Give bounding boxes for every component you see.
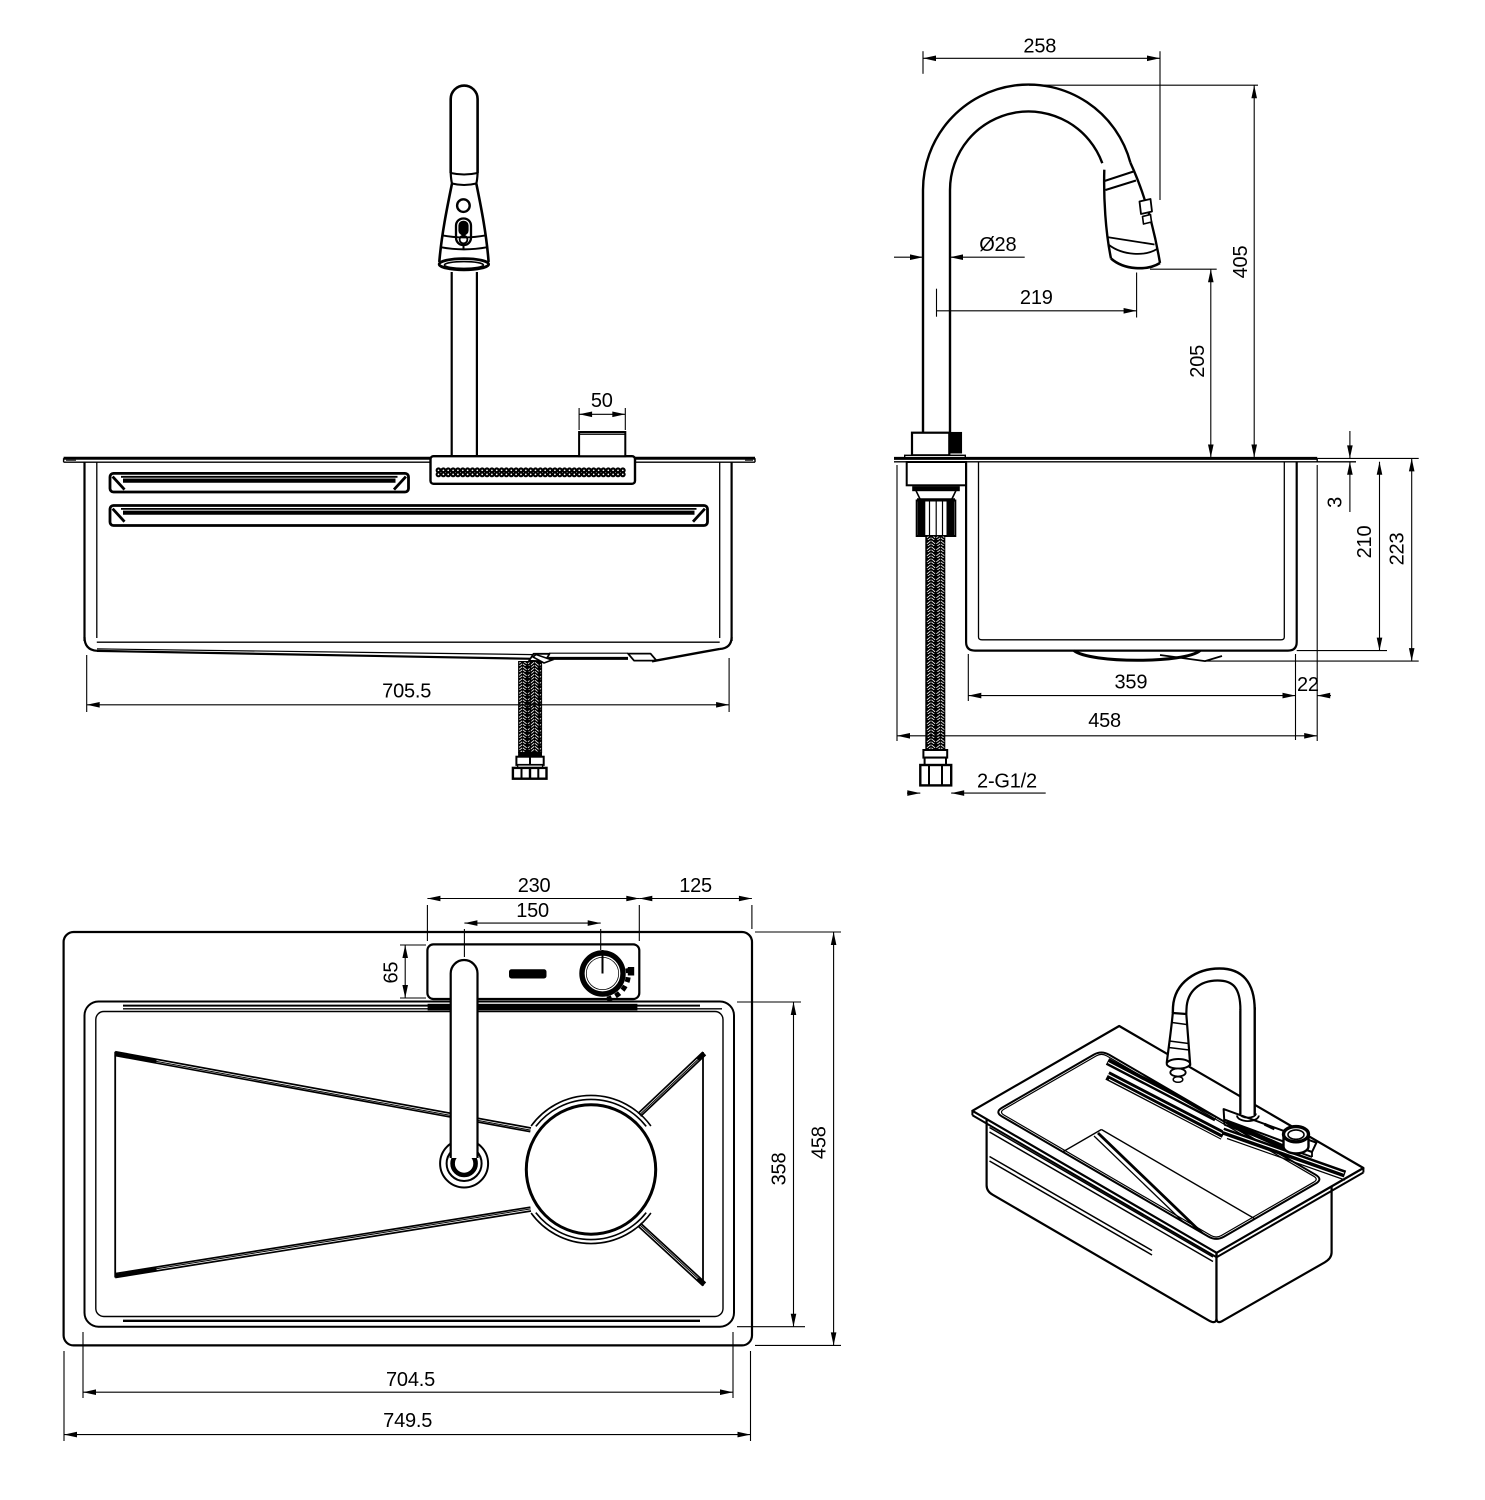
svg-text:749.5: 749.5 (383, 1410, 432, 1432)
svg-text:50: 50 (591, 390, 613, 412)
svg-text:219: 219 (1020, 287, 1053, 309)
svg-text:22: 22 (1297, 674, 1319, 696)
svg-text:205: 205 (1187, 345, 1209, 378)
svg-text:65: 65 (380, 962, 402, 984)
svg-text:230: 230 (518, 875, 551, 897)
svg-text:405: 405 (1230, 246, 1252, 279)
svg-text:2-G1/2: 2-G1/2 (977, 771, 1037, 793)
svg-text:458: 458 (1088, 710, 1121, 732)
svg-text:210: 210 (1354, 526, 1376, 559)
svg-text:223: 223 (1387, 533, 1409, 566)
svg-text:704.5: 704.5 (386, 1369, 435, 1391)
svg-text:705.5: 705.5 (382, 681, 431, 703)
svg-text:358: 358 (768, 1153, 790, 1186)
svg-text:359: 359 (1115, 671, 1148, 693)
svg-text:125: 125 (679, 875, 712, 897)
svg-text:458: 458 (808, 1126, 830, 1159)
svg-text:Ø28: Ø28 (979, 234, 1016, 256)
svg-text:3: 3 (1325, 497, 1347, 508)
svg-text:258: 258 (1023, 35, 1056, 57)
svg-text:150: 150 (516, 900, 549, 922)
